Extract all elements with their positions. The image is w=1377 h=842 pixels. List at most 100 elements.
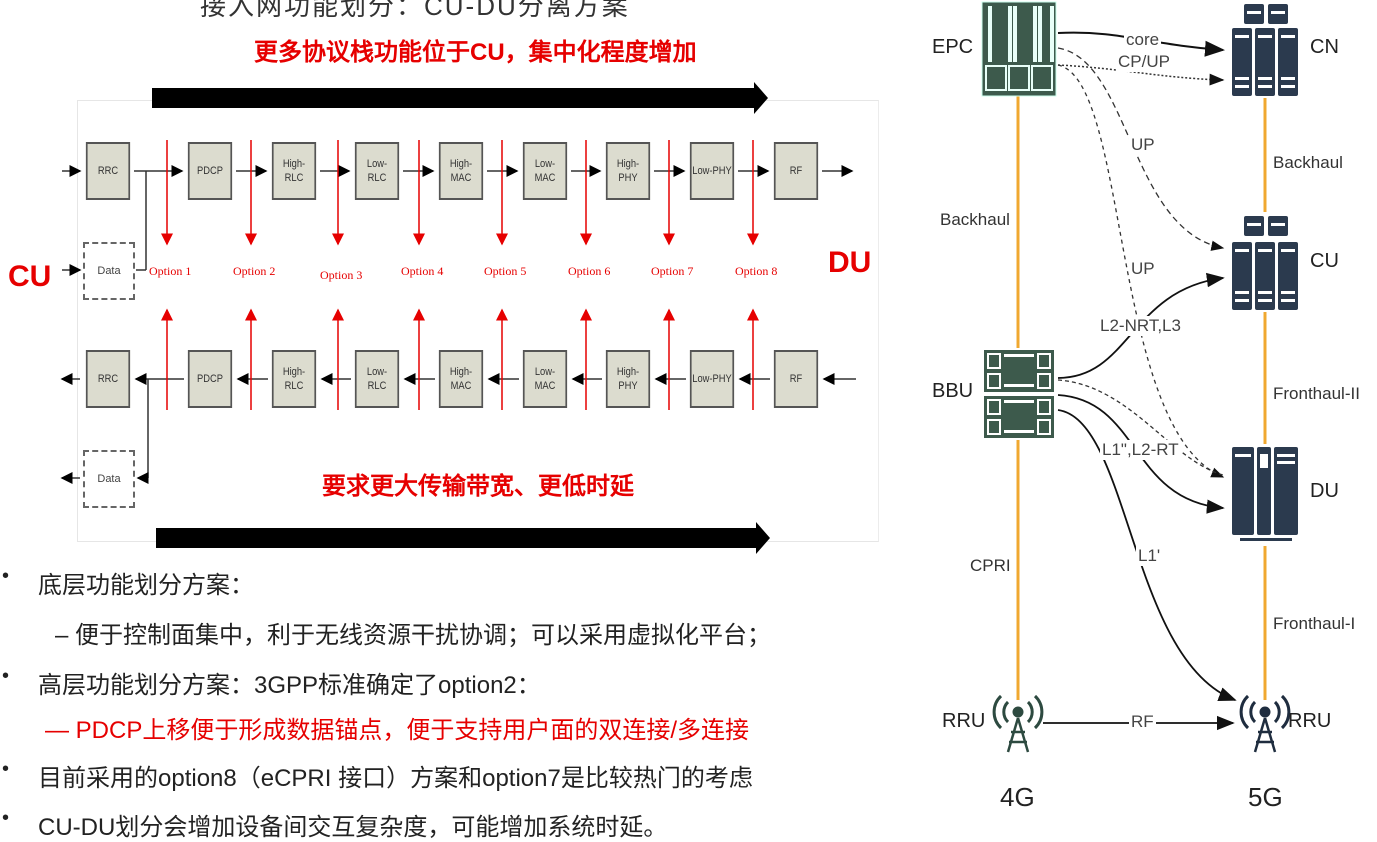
block-label: High-MAC	[449, 366, 473, 392]
block-label: PDCP	[197, 165, 223, 177]
node-rru-5g-label: RRU	[1288, 710, 1332, 732]
bullet-item: 目前采用的option8（eCPRI 接口）方案和option7是比较热门的考虑	[38, 765, 753, 792]
edge-up-du	[1057, 64, 1225, 478]
du-server-icon	[1232, 447, 1298, 541]
dl-block-rf: RF	[773, 142, 819, 200]
edge-l1-label: L1'	[1136, 546, 1163, 566]
block-label: RRC	[97, 373, 119, 385]
bullet-subitem: – 便于控制面集中，利于无线资源干扰协调；可以采用虚拟化平台；	[55, 622, 772, 649]
dl-data-block: Data	[83, 242, 135, 300]
dl-block-high-rlc: High-RLC	[271, 142, 317, 200]
link-cpri-label: CPRI	[970, 556, 1011, 575]
ul-block-lowphy: Low-PHY	[689, 350, 735, 408]
block-label: High-PHY	[616, 158, 640, 184]
option-2-label: Option 2	[233, 264, 276, 278]
bullet-item: CU-DU划分会增加设备间交互复杂度，可能增加系统时延。	[38, 814, 668, 841]
block-label: High-PHY	[616, 366, 640, 392]
ul-block-low-rlc: Low-RLC	[354, 350, 400, 408]
ul-block-rrc: RRC	[85, 350, 131, 408]
ul-block-high-mac: High-MAC	[438, 350, 484, 408]
ul-block-pdcp: PDCP	[187, 350, 233, 408]
option-3-label: Option 3	[320, 268, 363, 282]
node-cn-label: CN	[1310, 36, 1339, 58]
dl-block-rrc: RRC	[85, 142, 131, 200]
data-label: Data	[97, 265, 121, 277]
block-label: RF	[789, 373, 803, 385]
ul-block-high-rlc: High-RLC	[271, 350, 317, 408]
node-epc-label: EPC	[932, 36, 974, 58]
block-label: Low-PHY	[692, 373, 732, 385]
ul-block-low-mac: Low-MAC	[522, 350, 568, 408]
option-4-label: Option 4	[401, 264, 444, 278]
bullet-subitem-highlight: — PDCP上移便于形成数据锚点，便于支持用户面的双连接/多连接	[45, 717, 750, 744]
ul-data-block: Data	[83, 450, 135, 508]
link-4g-backhaul-label: Backhaul	[940, 210, 1010, 229]
node-cu-label: CU	[1310, 250, 1339, 272]
link-fronthaul-1-label: Fronthaul-I	[1273, 614, 1356, 633]
edge-cpup	[1057, 64, 1225, 86]
node-du-label: DU	[1310, 480, 1339, 502]
bandwidth-latency-label: 要求更大传输带宽、更低时延	[322, 473, 634, 500]
cu-side-label: CU	[8, 260, 52, 293]
data-label: Data	[97, 473, 121, 485]
edge-up-cu	[1057, 47, 1225, 251]
edge-rf-label: RF	[1129, 712, 1156, 732]
node-rru-4g-label: RRU	[942, 710, 986, 732]
dl-block-high-mac: High-MAC	[438, 142, 484, 200]
link-5g-backhaul-label: Backhaul	[1273, 153, 1343, 172]
dl-block-high-phy: High-PHY	[605, 142, 651, 200]
bullet-dot: •	[2, 807, 10, 829]
edge-up-label: UP	[1129, 135, 1157, 155]
node-bbu-label: BBU	[932, 380, 974, 402]
bullet-dot: •	[2, 665, 10, 687]
cn-server-icon	[1232, 4, 1298, 96]
du-side-label: DU	[828, 246, 872, 279]
bullet-dot: •	[2, 565, 10, 587]
option-6-label: Option 6	[568, 264, 611, 278]
edge-cpup-label: CP/UP	[1116, 52, 1172, 72]
generation-5g-label: 5G	[1248, 782, 1283, 812]
bandwidth-arrow	[156, 522, 770, 554]
rru-5g-antenna-icon	[1239, 694, 1291, 753]
option-5-label: Option 5	[484, 264, 527, 278]
link-fronthaul-2-label: Fronthaul-II	[1273, 384, 1360, 403]
block-label: Low-MAC	[534, 366, 556, 392]
option-7-label: Option 7	[651, 264, 694, 278]
block-label: High-RLC	[282, 158, 306, 184]
ul-block-high-phy: High-PHY	[605, 350, 651, 408]
centralization-arrow	[152, 82, 768, 114]
dl-block-lowphy: Low-PHY	[689, 142, 735, 200]
block-label: Low-RLC	[366, 158, 388, 184]
bullet-item: 底层功能划分方案：	[38, 572, 254, 599]
bullet-item: 高层功能划分方案：3GPP标准确定了option2：	[38, 672, 541, 699]
bullet-dot: •	[2, 758, 10, 780]
cu-server-icon	[1232, 216, 1298, 310]
block-label: Low-RLC	[366, 366, 388, 392]
edge-l1	[1057, 409, 1237, 701]
edge-core-label: core	[1124, 30, 1162, 50]
dl-block-low-mac: Low-MAC	[522, 142, 568, 200]
edge-l2nrt-label: L2-NRT,L3	[1098, 316, 1183, 336]
block-label: High-RLC	[282, 366, 306, 392]
slide-title-cut: 接入网功能划分：CU-DU分离方案	[200, 0, 630, 21]
block-label: RRC	[97, 165, 119, 177]
rru-4g-antenna-icon	[992, 694, 1044, 753]
block-label: High-MAC	[449, 158, 473, 184]
bbu-icon	[984, 350, 1054, 438]
option-8-label: Option 8	[735, 264, 778, 278]
split-connectors	[60, 140, 856, 484]
epc-icon	[981, 1, 1057, 97]
edge-dashed-bbu-du	[1057, 379, 1224, 476]
ul-block-rf: RF	[773, 350, 819, 408]
generation-4g-label: 4G	[1000, 782, 1035, 812]
edge-up-label-2: UP	[1129, 259, 1157, 279]
dl-block-pdcp: PDCP	[187, 142, 233, 200]
edge-l1-l2rt-label: L1",L2-RT	[1100, 440, 1181, 460]
block-label: Low-PHY	[692, 165, 732, 177]
block-label: Low-MAC	[534, 158, 556, 184]
block-label: RF	[789, 165, 803, 177]
centralization-label: 更多协议栈功能位于CU，集中化程度增加	[254, 39, 697, 66]
option-1-label: Option 1	[149, 264, 192, 278]
dl-block-low-rlc: Low-RLC	[354, 142, 400, 200]
block-label: PDCP	[197, 373, 223, 385]
